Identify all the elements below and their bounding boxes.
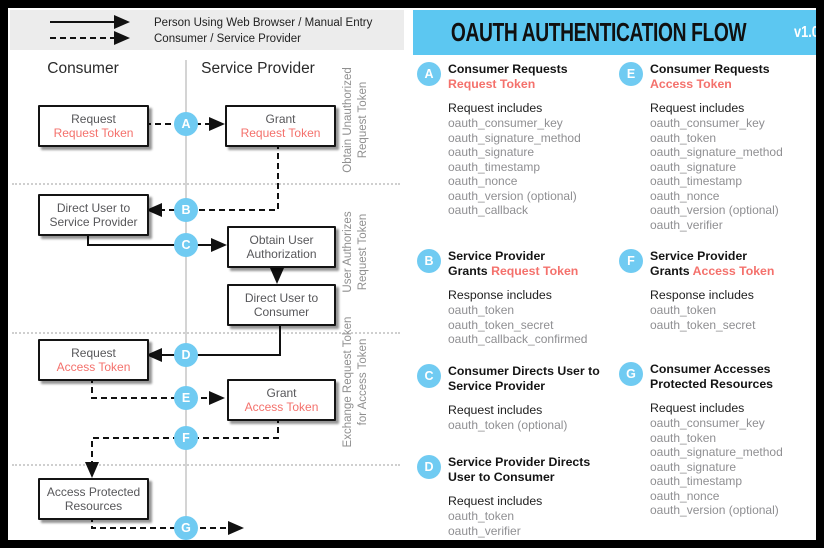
badge-d: D [417,455,441,479]
section-c-includes-label: Request includes [448,403,543,417]
param: oauth_timestamp [650,474,743,488]
param: oauth_verifier [650,217,723,232]
badge-c: C [417,364,441,388]
step-circle-e: E [174,386,198,410]
param: oauth_signature_method [650,145,783,159]
swimlane-divider [185,60,187,538]
param: oauth_signature_method [448,130,581,145]
canvas: Person Using Web Browser / Manual Entry … [8,8,816,540]
param: oauth_verifier [448,523,521,538]
param: oauth_token_secret [650,317,756,332]
page-title: OAUTH AUTHENTICATION FLOW [450,17,747,47]
section-e-includes-label: Request includes [650,101,745,115]
param: oauth_consumer_key [448,116,563,130]
box-direct-user-to-consumer: Direct User to Consumer [227,284,336,326]
badge-f: F [619,249,643,273]
lane-header-consumer: Consumer [47,60,119,77]
step-circle-g: G [174,516,198,540]
section-a-includes-label: Request includes [448,101,543,115]
step-circle-a: A [174,112,198,136]
box-request-request-token: Request Request Token [38,105,149,147]
section-b-includes-label: Response includes [448,288,552,302]
param: oauth_nonce [650,488,720,503]
param: oauth_consumer_key [650,416,765,430]
badge-b: B [417,249,441,273]
arrow-d [146,322,281,362]
param: oauth_callback [448,203,529,217]
section-g-includes-label: Request includes [650,401,745,415]
param: oauth_nonce [650,188,720,203]
title-banner: OAUTH AUTHENTICATION FLOW v1.0a [413,10,816,55]
badge-a: A [417,62,441,86]
box-request-access-token: Request Access Token [38,339,149,381]
param: oauth_version (optional) [650,203,779,217]
param: oauth_version (optional) [448,188,577,203]
section-f-includes-label: Response includes [650,288,754,302]
box-obtain-user-authorization: Obtain User Authorization [227,226,336,268]
param: oauth_version (optional) [650,503,779,517]
param: oauth_token [448,509,515,523]
param: oauth_token [650,130,717,145]
section-c-param-list: oauth_token (optional) [448,418,618,433]
param: oauth_token [650,303,717,317]
param: oauth_nonce [448,174,518,188]
lane-header-service-provider: Service Provider [201,60,315,77]
phase-separator [12,464,400,466]
param: oauth_token_secret [448,317,554,332]
param: oauth_token [650,430,717,445]
phase-separator [12,183,400,185]
box-access-protected-resources: Access Protected Resources [38,478,149,520]
legend-dashed-arrow-label: Consumer / Service Provider [154,33,301,45]
flow-arrows [50,15,284,535]
legend: Person Using Web Browser / Manual Entry … [10,10,404,50]
param: oauth_signature [448,145,535,159]
param: oauth_consumer_key [650,116,765,130]
param: oauth_signature [650,159,737,174]
step-circle-d: D [174,343,198,367]
arrow-g [91,516,244,535]
param: oauth_token [448,303,515,317]
param: oauth_timestamp [448,159,541,174]
box-grant-request-token: Grant Request Token [225,105,336,147]
param: oauth_signature_method [650,445,783,459]
step-circle-f: F [174,426,198,450]
section-d-includes-label: Request includes [448,494,543,508]
phase-separator [12,332,400,334]
param: oauth_timestamp [650,174,743,188]
version-label: v1.0a [794,23,816,41]
step-circle-c: C [174,233,198,257]
param: oauth_signature [650,459,737,474]
badge-e: E [619,62,643,86]
param: oauth_token (optional) [448,418,568,432]
arrow-b [146,143,279,217]
badge-g: G [619,362,643,386]
step-circle-b: B [174,198,198,222]
legend-solid-arrow-label: Person Using Web Browser / Manual Entry [154,17,373,29]
box-direct-user-to-service-provider: Direct User to Service Provider [38,194,149,236]
box-grant-access-token: Grant Access Token [227,379,336,421]
param: oauth_callback_confirmed [448,332,588,346]
